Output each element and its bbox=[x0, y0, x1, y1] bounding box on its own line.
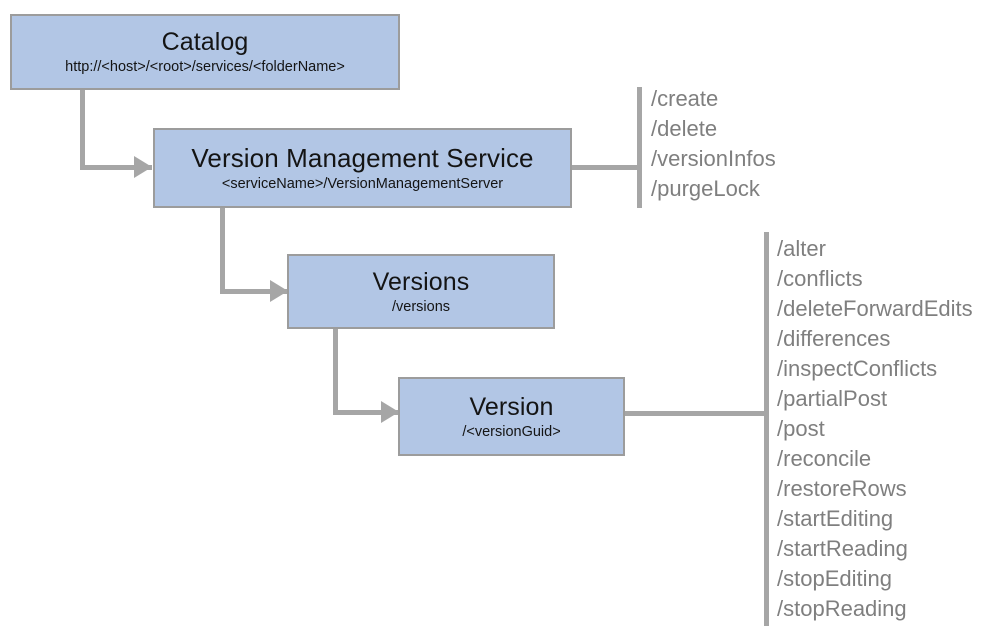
endpoint-item: /create bbox=[651, 86, 719, 111]
endpoint-item: /versionInfos bbox=[651, 146, 776, 171]
endpoint-list-version-management-service: /create/delete/versionInfos/purgeLock bbox=[651, 84, 776, 204]
connector-vms-to-versions-vertical bbox=[220, 208, 225, 294]
endpoint-item: /partialPost bbox=[777, 386, 888, 411]
node-catalog-title: Catalog bbox=[161, 28, 249, 57]
arrowhead-vms-to-versions bbox=[270, 280, 288, 302]
brace-version-endpoints bbox=[764, 232, 769, 626]
connector-vms-to-versions-horizontal bbox=[220, 289, 288, 294]
connector-vms-to-endpoints-stub bbox=[572, 165, 639, 170]
endpoint-item: /stopEditing bbox=[777, 566, 892, 591]
endpoint-list-version: /alter/conflicts/deleteForwardEdits/diff… bbox=[777, 234, 973, 624]
endpoint-item: /reconcile bbox=[777, 446, 872, 471]
node-versions[interactable]: Versions /versions bbox=[287, 254, 555, 329]
endpoint-item: /startEditing bbox=[777, 506, 894, 531]
connector-version-to-endpoints-stub bbox=[624, 411, 766, 416]
node-version-management-service-subtitle: <serviceName>/VersionManagementServer bbox=[221, 175, 504, 192]
endpoint-item: /deleteForwardEdits bbox=[777, 296, 973, 321]
endpoint-item: /alter bbox=[777, 236, 826, 261]
endpoint-item: /restoreRows bbox=[777, 476, 907, 501]
node-version[interactable]: Version /<versionGuid> bbox=[398, 377, 625, 456]
node-version-management-service-title: Version Management Service bbox=[191, 142, 534, 173]
endpoint-item: /delete bbox=[651, 116, 718, 141]
node-versions-title: Versions bbox=[372, 267, 470, 296]
endpoint-item: /conflicts bbox=[777, 266, 863, 291]
node-catalog-subtitle: http://<host>/<root>/services/<folderNam… bbox=[65, 59, 345, 76]
node-version-subtitle: /<versionGuid> bbox=[462, 423, 561, 440]
endpoint-item: /purgeLock bbox=[651, 176, 760, 201]
connector-catalog-to-vms-horizontal bbox=[80, 165, 152, 170]
connector-catalog-to-vms-vertical bbox=[80, 90, 85, 170]
endpoint-item: /inspectConflicts bbox=[777, 356, 938, 381]
endpoint-item: /post bbox=[777, 416, 825, 441]
endpoint-item: /startReading bbox=[777, 536, 908, 561]
node-versions-subtitle: /versions bbox=[391, 298, 451, 315]
arrowhead-catalog-to-vms bbox=[134, 156, 152, 178]
brace-vms-endpoints bbox=[637, 87, 642, 208]
node-catalog[interactable]: Catalog http://<host>/<root>/services/<f… bbox=[10, 14, 400, 90]
node-version-management-service[interactable]: Version Management Service <serviceName>… bbox=[153, 128, 572, 208]
connector-versions-to-version-horizontal bbox=[333, 410, 399, 415]
connector-versions-to-version-vertical bbox=[333, 329, 338, 415]
node-version-title: Version bbox=[469, 392, 554, 421]
endpoint-item: /stopReading bbox=[777, 596, 907, 621]
arrowhead-versions-to-version bbox=[381, 401, 399, 423]
endpoint-item: /differences bbox=[777, 326, 891, 351]
